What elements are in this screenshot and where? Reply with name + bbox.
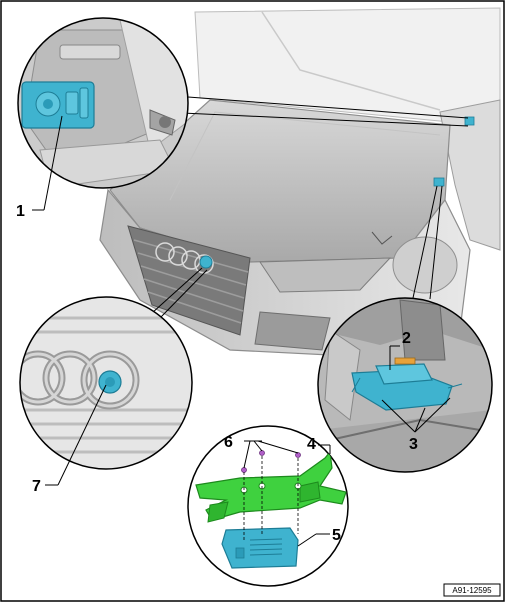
- control-unit-marker: [433, 177, 445, 187]
- callout-4: 4: [307, 436, 316, 453]
- detail-leader-lines: [151, 96, 469, 319]
- callout-leaders: [32, 115, 451, 547]
- callout-3: 3: [409, 436, 418, 453]
- sensor-marker-grille: [199, 255, 213, 269]
- detail-grille-sensor: [19, 296, 193, 470]
- callout-6: 6: [224, 434, 233, 451]
- light-switch-marker: [464, 116, 475, 126]
- figure-ref: A91-12595: [452, 586, 492, 595]
- callout-7: 7: [32, 478, 41, 495]
- assembly-lines: [243, 456, 299, 540]
- control-unit-part: [221, 527, 299, 569]
- detail-exploded-view: [187, 425, 349, 587]
- callout-2: 2: [402, 330, 411, 347]
- detail-light-switch: [17, 17, 189, 189]
- callout-5: 5: [332, 527, 341, 544]
- installed-control-unit: [375, 363, 433, 385]
- figure-ref-box: [443, 583, 501, 597]
- detail-control-unit-installed: [317, 297, 493, 473]
- callout-1: 1: [16, 203, 25, 220]
